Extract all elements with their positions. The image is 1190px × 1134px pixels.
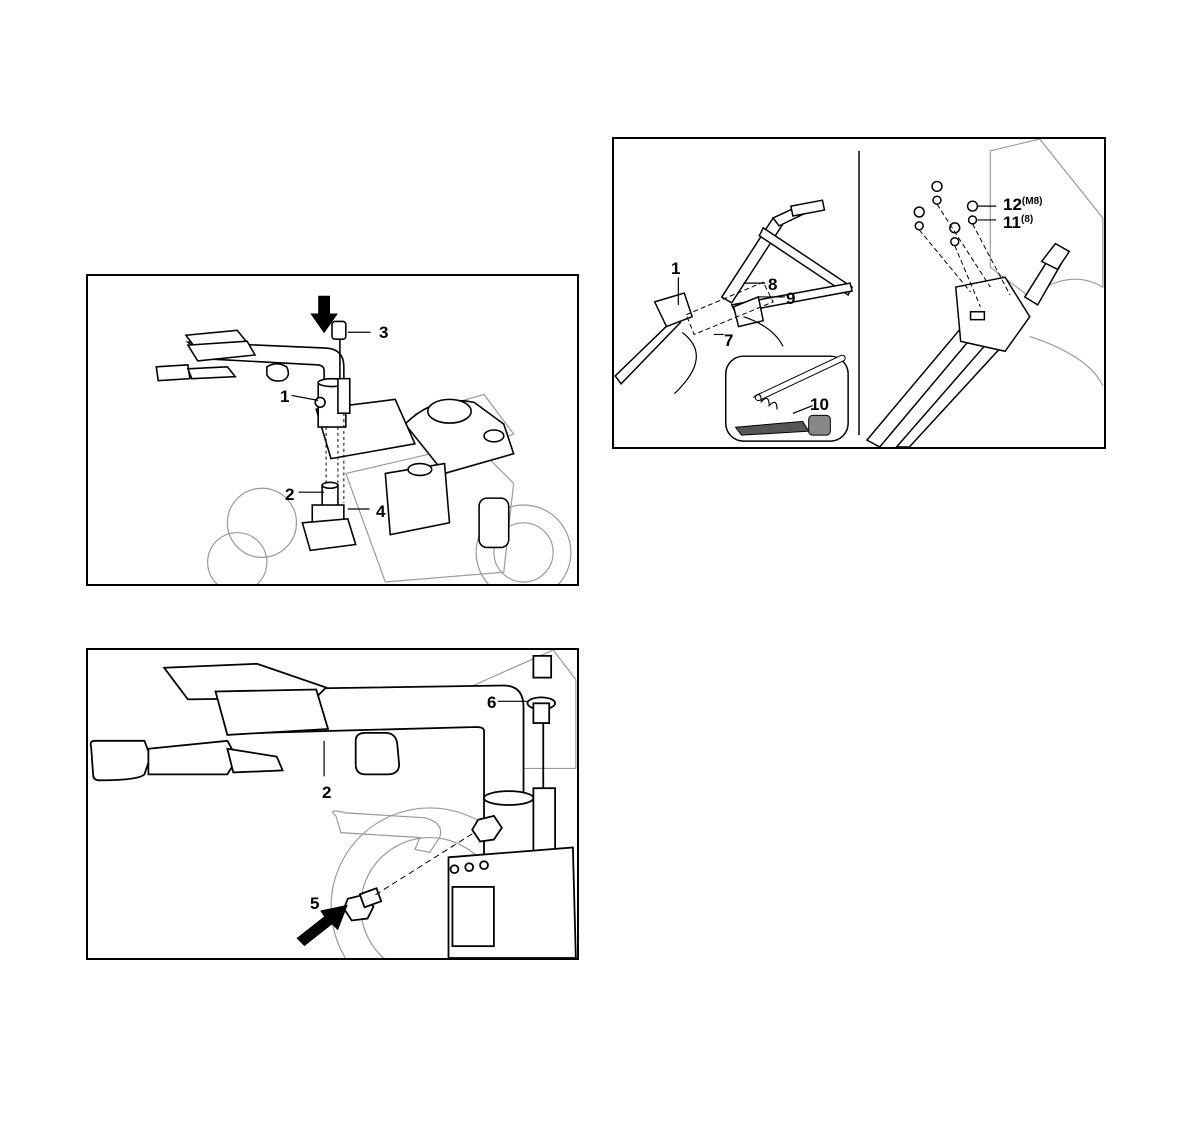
callout-1: 1 xyxy=(280,388,289,405)
callout-3: 3 xyxy=(379,324,388,341)
handle-bolt-illustration xyxy=(88,650,577,958)
callout-11-size: (8) xyxy=(1021,214,1033,225)
callout-2: 2 xyxy=(285,486,294,503)
cable-assembly-illustration xyxy=(614,139,1104,447)
callout-2: 2 xyxy=(322,784,331,801)
callout-4: 4 xyxy=(376,503,385,520)
handle-mounting-illustration xyxy=(88,276,577,584)
callout-5: 5 xyxy=(310,895,319,912)
callout-12-m8: 12(M8) xyxy=(1003,196,1042,213)
callout-6: 6 xyxy=(487,694,496,711)
figure-handle-bolt-detail: 6 2 5 xyxy=(86,648,579,960)
callout-11-8: 11(8) xyxy=(1003,214,1033,231)
callout-9: 9 xyxy=(786,290,795,307)
callout-12: 12 xyxy=(1003,195,1022,214)
callout-8: 8 xyxy=(768,276,777,293)
callout-12-size: (M8) xyxy=(1022,196,1043,207)
callout-1: 1 xyxy=(671,260,680,277)
callout-7: 7 xyxy=(724,332,733,349)
figure-handle-mounting: 1 2 3 4 xyxy=(86,274,579,586)
callout-11: 11 xyxy=(1003,213,1021,232)
figure-cable-and-nut-assembly: 1 8 9 7 10 12(M8) 11(8) xyxy=(612,137,1106,449)
callout-10: 10 xyxy=(810,396,829,413)
